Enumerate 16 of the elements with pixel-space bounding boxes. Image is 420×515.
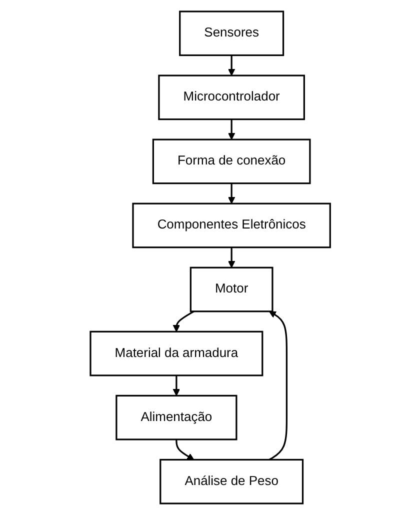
node-box: Microcontrolador (158, 74, 305, 120)
arrow (172, 310, 194, 332)
arrow (228, 55, 235, 76)
arrow (268, 311, 288, 460)
node-box: Análise de Peso (159, 458, 304, 504)
node-box: Componentes Eletrônicos (132, 202, 331, 248)
arrow (228, 183, 235, 204)
node-box: Sensores (178, 10, 284, 56)
node-box: Motor (190, 266, 273, 312)
arrow (228, 119, 235, 140)
arrow (172, 375, 180, 396)
node-box: Forma de conexão (152, 138, 310, 184)
node-box: Alimentação (115, 394, 237, 440)
node-box: Material da armadura (89, 330, 263, 376)
arrow (175, 439, 194, 460)
arrow (228, 247, 235, 268)
